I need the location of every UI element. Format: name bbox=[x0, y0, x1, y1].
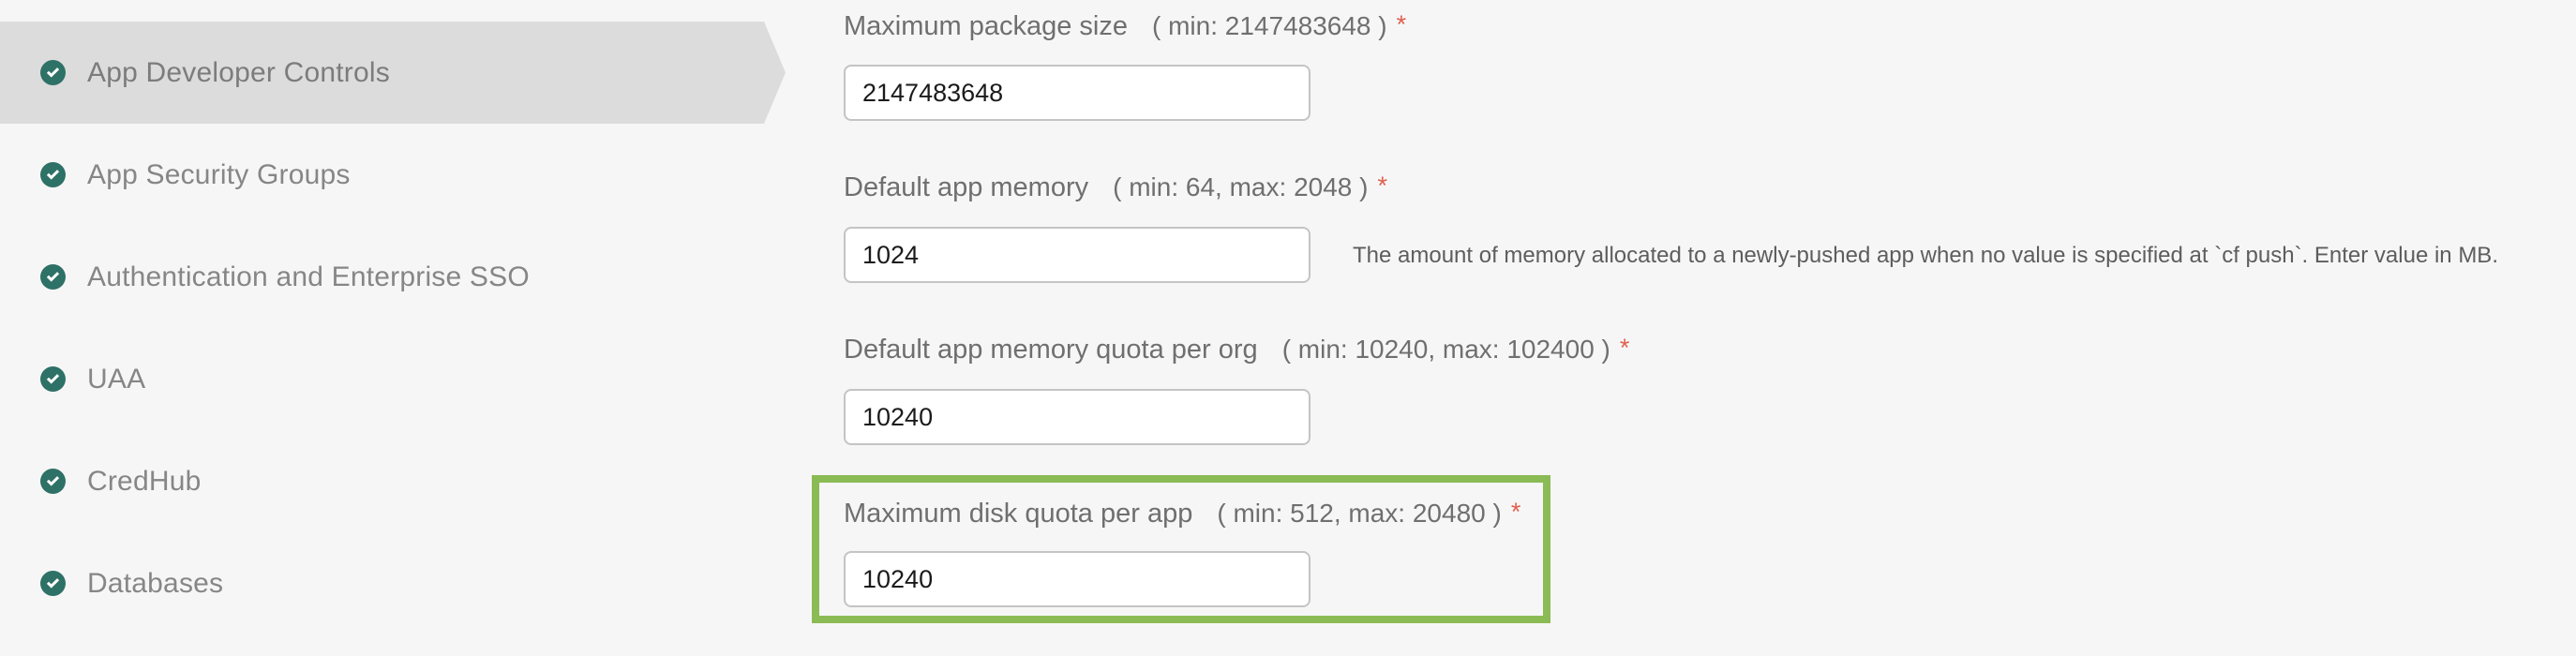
default-app-memory-quota-per-org-input[interactable] bbox=[844, 389, 1310, 445]
sidebar-item-databases[interactable]: Databases bbox=[0, 532, 786, 634]
check-circle-icon bbox=[40, 571, 66, 596]
maximum-disk-quota-per-app-input[interactable] bbox=[844, 551, 1310, 607]
required-asterisk: * bbox=[1377, 171, 1387, 200]
settings-step-nav: App Developer Controls App Security Grou… bbox=[0, 22, 787, 634]
check-circle-icon bbox=[40, 366, 66, 392]
field-label-maximum-disk-quota-per-app: Maximum disk quota per app bbox=[844, 499, 1193, 529]
field-label-row: Default app memory quota per org ( min: … bbox=[844, 334, 1630, 368]
sidebar-item-app-security-groups[interactable]: App Security Groups bbox=[0, 124, 786, 226]
check-circle-icon bbox=[40, 162, 66, 187]
field-label-default-app-memory: Default app memory bbox=[844, 172, 1089, 202]
sidebar-item-authentication-sso[interactable]: Authentication and Enterprise SSO bbox=[0, 226, 786, 328]
sidebar-item-label: App Developer Controls bbox=[87, 56, 390, 88]
field-label-row: Default app memory ( min: 64, max: 2048 … bbox=[844, 171, 1387, 206]
sidebar-item-uaa[interactable]: UAA bbox=[0, 328, 786, 430]
required-asterisk: * bbox=[1619, 334, 1630, 362]
default-app-memory-help-text: The amount of memory allocated to a newl… bbox=[1353, 243, 2498, 268]
sidebar-item-label: UAA bbox=[87, 363, 146, 395]
required-asterisk: * bbox=[1510, 498, 1521, 526]
sidebar-item-label: Databases bbox=[87, 567, 224, 599]
sidebar-item-label: App Security Groups bbox=[87, 158, 351, 190]
sidebar-item-credhub[interactable]: CredHub bbox=[0, 430, 786, 532]
check-circle-icon bbox=[40, 469, 66, 494]
field-constraint: ( min: 10240, max: 102400 ) bbox=[1281, 335, 1610, 364]
default-app-memory-input[interactable] bbox=[844, 227, 1310, 283]
field-label-default-app-memory-quota-per-org: Default app memory quota per org bbox=[844, 335, 1258, 365]
sidebar-item-label: Authentication and Enterprise SSO bbox=[87, 261, 530, 292]
field-constraint: ( min: 512, max: 20480 ) bbox=[1217, 499, 1502, 528]
required-asterisk: * bbox=[1396, 10, 1407, 38]
field-label-row: Maximum package size ( min: 2147483648 )… bbox=[844, 10, 1407, 45]
sidebar-item-app-developer-controls[interactable]: App Developer Controls bbox=[0, 22, 786, 124]
check-circle-icon bbox=[40, 264, 66, 290]
field-label-maximum-package-size: Maximum package size bbox=[844, 11, 1128, 41]
field-constraint: ( min: 64, max: 2048 ) bbox=[1113, 172, 1369, 201]
field-label-row: Maximum disk quota per app ( min: 512, m… bbox=[844, 498, 1521, 532]
maximum-package-size-input[interactable] bbox=[844, 65, 1310, 121]
field-constraint: ( min: 2147483648 ) bbox=[1152, 11, 1387, 40]
check-circle-icon bbox=[40, 60, 66, 85]
sidebar-item-label: CredHub bbox=[87, 465, 202, 497]
